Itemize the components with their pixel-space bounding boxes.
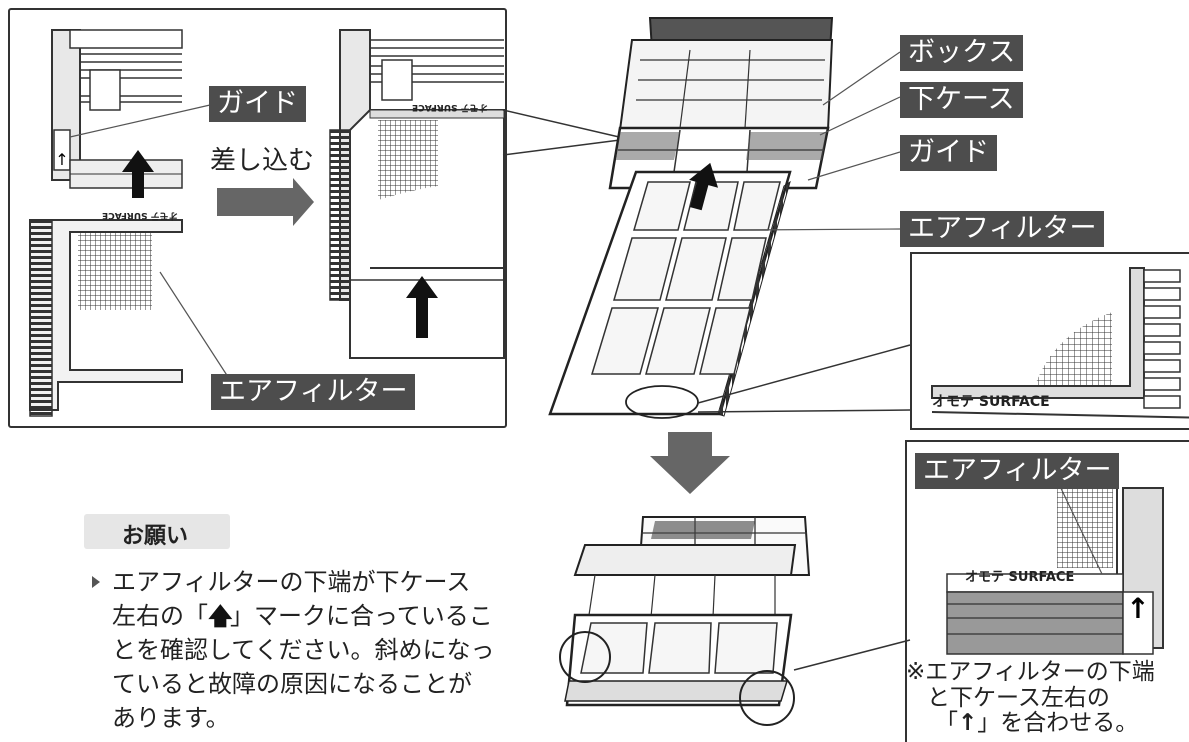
svg-text:↑: ↑: [55, 150, 68, 169]
request-line-3: とを確認してください。斜めになっ: [112, 636, 495, 664]
unit-illustration-bottom: [559, 516, 811, 726]
request-line-2b: 」マークに合っているこ: [230, 602, 493, 630]
request-heading-badge: お願い: [84, 514, 230, 549]
guide-label-left: ガイド: [209, 86, 306, 122]
request-line-2: 左右の「🡅」マークに合っているこ: [112, 599, 493, 633]
footnote-bracket-open: 「: [935, 710, 958, 736]
up-arrow-mark-icon: 🡅: [208, 602, 233, 630]
surface-zoom-illustration: [931, 267, 1189, 419]
left-panel-illustration: ↑: [29, 29, 505, 417]
footnote-arrow-icon: ↑: [958, 710, 978, 736]
request-heading: お願い: [122, 524, 189, 549]
footnote-bracket-close: 」を合わせる。: [977, 710, 1139, 736]
request-line-5: あります。: [112, 704, 230, 732]
down-arrow: [650, 432, 730, 494]
air-filter-label-right: エアフィルター: [900, 211, 1105, 247]
guide-label-right: ガイド: [900, 135, 997, 171]
request-line-2a: 左右の「: [112, 602, 208, 630]
surface-marking-detail: オモテ SURFACE: [965, 570, 1075, 585]
surface-marking: オモテ SURFACE: [932, 394, 1050, 410]
unit-illustration-top: [548, 17, 834, 419]
footnote-line-1: ※エアフィルターの下端: [906, 659, 1155, 685]
alignment-detail-panel: ↑ エアフィルター オモテ SURFACE: [905, 440, 1189, 742]
bullet-triangle-icon: [92, 576, 100, 588]
insert-label: 差し込む: [210, 146, 315, 176]
footnote-line-3: 「↑」を合わせる。: [935, 706, 1138, 740]
lower-case-label: 下ケース: [900, 82, 1023, 118]
left-detail-panel: ↑ オモテ SURFACE オモテ SURFACE ガイド: [8, 8, 507, 428]
alignment-detail-illustration: ↑: [946, 479, 1164, 655]
air-filter-label-detail: エアフィルター: [915, 453, 1120, 489]
surface-zoom-panel: オモテ SURFACE: [910, 252, 1189, 430]
footnote-line-2: と下ケース左右の: [927, 685, 1110, 711]
request-line-4: ていると故障の原因になることが: [112, 670, 472, 698]
air-filter-label-left: エアフィルター: [211, 374, 416, 410]
box-label: ボックス: [900, 35, 1024, 71]
request-line-1: エアフィルターの下端が下ケース: [112, 568, 471, 596]
svg-text:↑: ↑: [1126, 592, 1149, 625]
